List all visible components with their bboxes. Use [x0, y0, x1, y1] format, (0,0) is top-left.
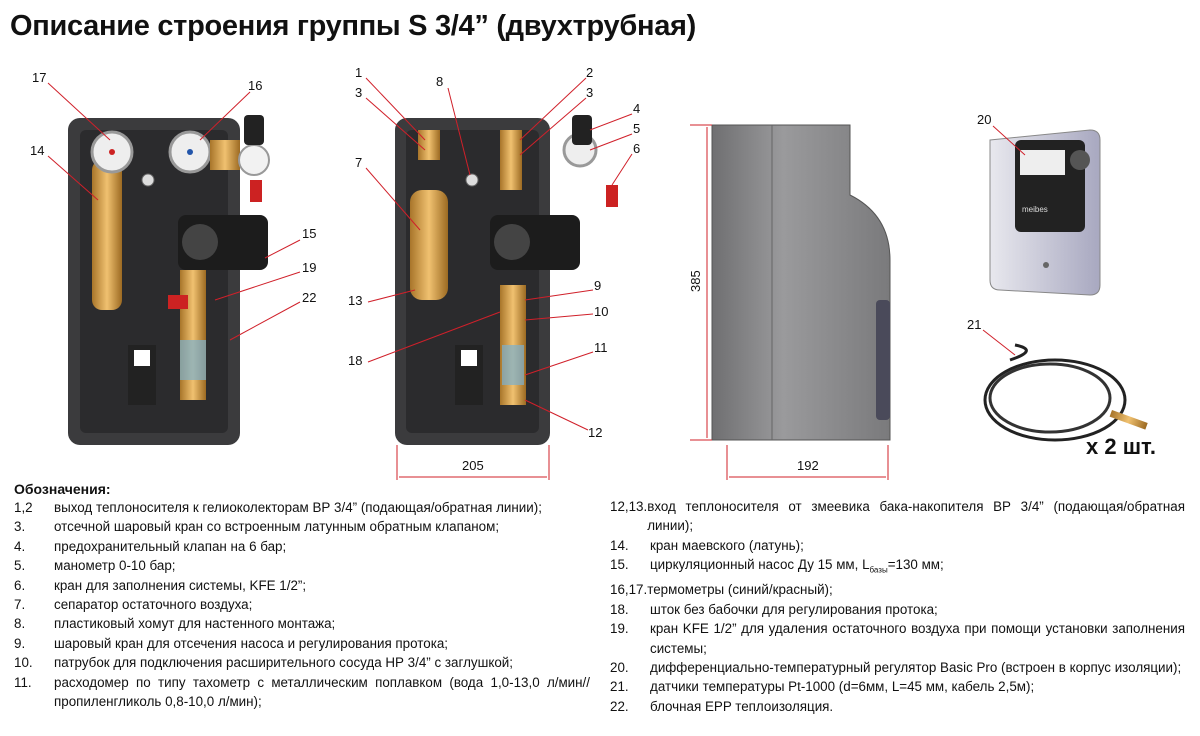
legend-heading: Обозначения:	[14, 481, 111, 497]
dimension-depth: 192	[797, 458, 819, 473]
svg-text:7: 7	[355, 155, 362, 170]
svg-text:4: 4	[633, 101, 640, 116]
legend-right: 12,13.вход теплоносителя от змеевика бак…	[610, 497, 1185, 716]
svg-text:19: 19	[302, 260, 316, 275]
svg-text:12: 12	[588, 425, 602, 440]
svg-text:20: 20	[977, 112, 991, 127]
svg-text:14: 14	[30, 143, 44, 158]
legend-item: 14.кран маевского (латунь);	[610, 537, 804, 553]
callout-labels: 17 16 14 15 19 22 1 3 8 7 13 18 2 3 4 5 …	[30, 65, 991, 440]
legend-item: 19.кран KFE 1/2” для удаления остаточног…	[610, 621, 1185, 656]
dimension-lines	[396, 124, 889, 480]
svg-text:1: 1	[355, 65, 362, 80]
sensor-quantity: x 2 шт.	[1086, 434, 1156, 459]
svg-text:18: 18	[348, 353, 362, 368]
dimension-height: 385	[688, 270, 703, 292]
legend-item: 4.предохранительный клапан на 6 бар;	[14, 538, 287, 554]
page-title: Описание строения группы S 3/4” (двухтру…	[10, 10, 696, 42]
legend-item: 5.манометр 0-10 бар;	[14, 558, 176, 574]
svg-text:3: 3	[586, 85, 593, 100]
legend-item: 16,17.термометры (синий/красный);	[610, 582, 833, 598]
side-view	[711, 124, 891, 441]
legend-item: 11.расходомер по типу тахометр с металли…	[14, 674, 590, 710]
dimension-width: 205	[462, 458, 484, 473]
legend-item: 12,13.вход теплоносителя от змеевика бак…	[610, 499, 1185, 534]
svg-text:8: 8	[436, 74, 443, 89]
svg-text:17: 17	[32, 70, 46, 85]
svg-text:13: 13	[348, 293, 362, 308]
svg-text:15: 15	[302, 226, 316, 241]
svg-text:10: 10	[594, 304, 608, 319]
svg-text:5: 5	[633, 121, 640, 136]
product-diagram: meibes 17 16 14 15 19 22 1 3 8 7 13 18 2…	[30, 65, 1148, 480]
legend-item: 6.кран для заполнения системы, KFE 1/2”;	[14, 577, 307, 593]
legend-item: 3.отсечной шаровый кран со встроенным ла…	[14, 519, 500, 535]
svg-text:2: 2	[586, 65, 593, 80]
legend-item: 18.шток без бабочки для регулирования пр…	[610, 601, 938, 617]
legend-item: 8.пластиковый хомут для настенного монта…	[14, 616, 336, 632]
controller-basic-pro: meibes	[989, 129, 1101, 296]
legend-item: 21.датчики температуры Pt-1000 (d=6мм, L…	[610, 679, 1035, 695]
legend-item: 9.шаровый кран для отсечения насоса и ре…	[14, 635, 449, 651]
svg-text:21: 21	[967, 317, 981, 332]
svg-text:11: 11	[594, 340, 608, 355]
callout-lines	[47, 77, 1026, 431]
svg-text:16: 16	[248, 78, 262, 93]
controller-logo: meibes	[1022, 205, 1048, 214]
front-view-dimensioned	[395, 115, 618, 445]
temperature-sensor	[983, 343, 1148, 442]
svg-text:22: 22	[302, 290, 316, 305]
legend-item: 7.сепаратор остаточного воздуха;	[14, 597, 253, 613]
svg-text:3: 3	[355, 85, 362, 100]
legend-item: 22.блочная EPP теплоизоляция.	[610, 698, 834, 714]
svg-text:9: 9	[594, 278, 601, 293]
legend-item: 20.дифференциально-температурный регулят…	[610, 659, 1182, 675]
legend-item: 10.патрубок для подключения расширительн…	[14, 655, 513, 671]
legend-item: 15.циркуляционный насос Ду 15 мм, Lбазы=…	[610, 557, 944, 575]
svg-text:6: 6	[633, 141, 640, 156]
front-view-assembled	[68, 115, 270, 445]
